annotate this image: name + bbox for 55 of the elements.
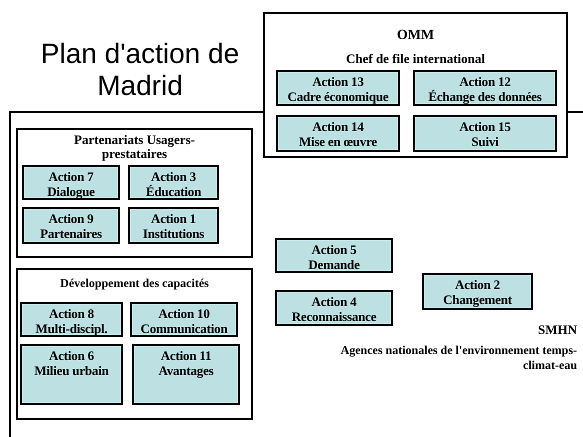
action-name: Dialogue	[47, 184, 95, 199]
action-name: Suivi	[471, 134, 499, 149]
action-box	[276, 70, 400, 106]
agency-description: Agences nationales de l'environnement temps-climat-eau	[340, 343, 577, 373]
action-number: Action 5	[312, 242, 356, 257]
action-name: Partenaires	[40, 226, 102, 241]
action-number: Action 7	[48, 169, 94, 184]
action-name: Changement	[443, 292, 512, 307]
action-box	[276, 115, 400, 152]
action-box	[132, 344, 240, 405]
group-heading: Chef de file international	[344, 51, 486, 66]
action-name: Cadre économique	[288, 89, 388, 104]
action-name: Mise en œuvre	[298, 134, 378, 149]
action-number: Action 2	[455, 277, 500, 292]
action-number: Action 10	[158, 306, 210, 321]
action-name: Milieu urbain	[34, 363, 109, 378]
action-box	[422, 273, 533, 310]
action-number: Action 12	[459, 74, 511, 89]
action-box	[22, 207, 120, 244]
action-box	[128, 207, 219, 244]
action-number: Action 1	[151, 211, 196, 226]
action-number: Action 4	[312, 294, 356, 309]
action-number: Action 14	[312, 119, 364, 134]
action-box	[20, 344, 123, 405]
group-box	[16, 268, 253, 420]
action-box	[413, 70, 557, 106]
action-box	[22, 165, 120, 200]
action-number: Action 15	[459, 119, 511, 134]
title: Plan d'action de Madrid	[40, 38, 240, 102]
action-name: Multi-discipl.	[36, 321, 108, 336]
action-number: Action 9	[48, 211, 94, 226]
group-heading: Développement des capacités	[59, 276, 210, 291]
group-box	[263, 12, 568, 158]
group-box	[16, 128, 253, 258]
action-box	[128, 165, 219, 200]
action-box	[275, 290, 393, 326]
action-number: Action 3	[151, 169, 196, 184]
action-box	[413, 115, 557, 152]
action-number: Action 13	[312, 74, 364, 89]
group-heading: Partenariats Usagers-prestataires	[73, 133, 196, 161]
group-heading: OMM	[396, 28, 436, 43]
action-number: Action 6	[49, 348, 94, 363]
action-name: Avantages	[158, 363, 214, 378]
action-name: Échange des données	[428, 89, 542, 104]
action-box	[20, 302, 123, 337]
action-box	[130, 302, 238, 337]
action-name: Communication	[140, 321, 228, 336]
action-number: Action 8	[49, 306, 94, 321]
agency-heading: SMHN	[538, 322, 577, 337]
action-name: Éducation	[146, 184, 202, 199]
action-box	[275, 238, 393, 273]
action-number: Action 11	[160, 348, 212, 363]
action-name: Demande	[308, 257, 360, 272]
action-name: Institutions	[142, 226, 204, 241]
action-name: Reconnaissance	[292, 309, 376, 324]
